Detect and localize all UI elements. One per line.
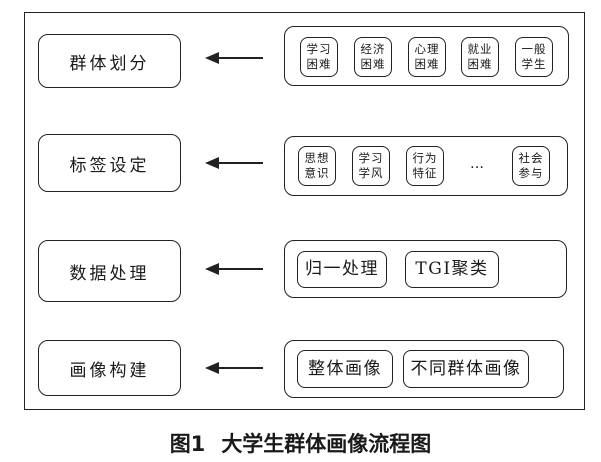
- category-chip: 心理 困难: [408, 37, 446, 77]
- stage-label: 画像构建: [69, 360, 150, 381]
- label-chip: 行为 特征: [406, 146, 444, 186]
- label-chip: 社会 参与: [512, 146, 550, 186]
- stage-label: 标签设定: [69, 155, 150, 176]
- stage-data-processing: 数据处理: [38, 240, 181, 302]
- tgi-cluster-chip: TGI聚类: [405, 251, 499, 288]
- figure-title: 大学生群体画像流程图: [221, 432, 432, 456]
- stage-label: 数据处理: [69, 263, 150, 284]
- arrow-left-1: [205, 52, 263, 64]
- stage-label: 群体划分: [69, 53, 150, 74]
- figure-caption: 图1 大学生群体画像流程图: [0, 428, 601, 458]
- more-labels-ellipsis: …: [470, 156, 484, 172]
- processing-group: [284, 240, 567, 298]
- label-chip: 学习 学风: [352, 146, 390, 186]
- normalization-chip: 归一处理: [297, 251, 387, 288]
- stage-label-setting: 标签设定: [38, 134, 181, 192]
- category-chip: 一般 学生: [515, 37, 553, 77]
- figure-number: 图1: [169, 432, 206, 456]
- overall-portrait-chip: 整体画像: [297, 350, 393, 388]
- segmentation-group: [284, 26, 569, 86]
- stage-group-division: 群体划分: [38, 34, 181, 88]
- group-portrait-chip: 不同群体画像: [403, 350, 529, 388]
- arrow-left-4: [205, 362, 263, 374]
- arrow-left-2: [205, 157, 263, 169]
- category-chip: 学习 困难: [300, 37, 338, 77]
- category-chip: 就业 困难: [461, 37, 499, 77]
- portrait-group: [284, 340, 564, 398]
- category-chip: 经济 困难: [354, 37, 392, 77]
- stage-portrait-building: 画像构建: [38, 340, 181, 396]
- arrow-left-3: [205, 263, 263, 275]
- label-chip: 思想 意识: [298, 146, 336, 186]
- diagram-frame: [24, 12, 585, 410]
- label-group: [284, 136, 568, 196]
